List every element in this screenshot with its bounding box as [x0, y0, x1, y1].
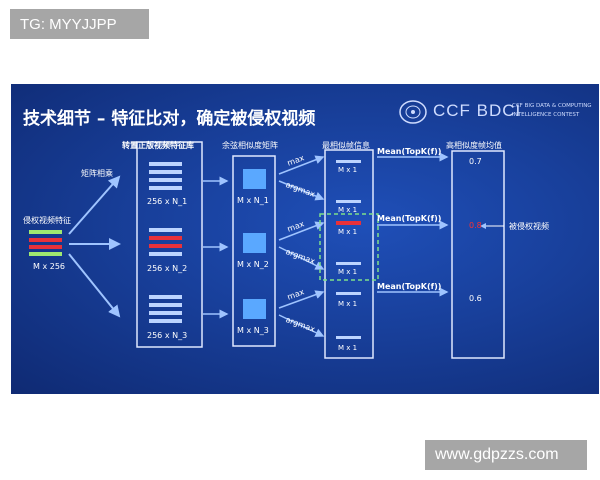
frame-bars	[336, 160, 361, 339]
watermark-top-text: TG: MYYJJPP	[20, 15, 117, 33]
mean-label-3: Mean(TopK(f))	[377, 282, 442, 291]
diagram-graphics	[29, 141, 505, 359]
frame-info-box	[324, 149, 374, 359]
watermark-top-left: TG: MYYJJPP	[10, 9, 149, 39]
score-value-1: 0.7	[469, 157, 482, 166]
library-box	[136, 141, 203, 348]
logo-subtitle-1: CCF BIG DATA & COMPUTING	[512, 103, 592, 109]
library-dim-3: 256 x N_3	[147, 331, 188, 340]
score-label: 高相似度帧均值	[446, 141, 502, 150]
cosine-box	[232, 155, 276, 347]
matmul-label: 矩阵相乘	[81, 169, 113, 178]
logo-subtitle-2: INTELLIGENCE CONTEST	[512, 112, 580, 118]
cosine-dim-1: M x N_1	[237, 196, 269, 205]
watermark-bottom-right: www.gdpzzs.com	[425, 440, 587, 470]
cosine-squares	[243, 169, 266, 319]
logo-text: CCF BDCI	[433, 101, 522, 120]
contest-emblem-icon	[399, 100, 427, 124]
frame-bar-highlight	[336, 221, 361, 225]
library-feature-bars-3	[149, 295, 182, 323]
mean-label-2: Mean(TopK(f))	[377, 214, 442, 223]
frame-dim-6: M x 1	[338, 344, 358, 352]
ccf-bdci-logo: CCF BDCI CCF BIG DATA & COMPUTING INTELL…	[397, 97, 597, 127]
dashed-highlight-box	[319, 213, 379, 281]
library-to-cosine-arrows	[203, 176, 229, 319]
frame-info-label: 最相似帧信息	[322, 141, 370, 150]
query-dim-label: M x 256	[33, 262, 65, 271]
frame-dim-3: M x 1	[338, 228, 358, 236]
library-feature-bars-1	[149, 162, 182, 190]
mean-label-1: Mean(TopK(f))	[377, 147, 442, 156]
slide-title: 技术细节 – 特征比对，确定被侵权视频	[23, 109, 316, 129]
max-argmax-arrows	[278, 155, 325, 337]
frame-dim-5: M x 1	[338, 300, 358, 308]
library-label: 转置正版视频特征库	[122, 141, 194, 150]
cosine-dim-3: M x N_3	[237, 326, 269, 335]
query-to-library-arrows	[68, 175, 121, 318]
frame-dim-4: M x 1	[338, 268, 358, 276]
score-box	[451, 150, 505, 359]
library-dim-1: 256 x N_1	[147, 197, 188, 206]
library-dim-2: 256 x N_2	[147, 264, 188, 273]
library-feature-bars-2	[149, 228, 182, 256]
frame-dim-1: M x 1	[338, 166, 358, 174]
result-label: 被侵权视频	[509, 222, 549, 231]
frame-dim-2: M x 1	[338, 206, 358, 214]
slide-diagram: 技术细节 – 特征比对，确定被侵权视频 CCF BDCI CCF BIG DAT…	[11, 84, 599, 394]
query-feature-block	[29, 230, 62, 256]
cosine-dim-2: M x N_2	[237, 260, 269, 269]
watermark-bottom-text: www.gdpzzs.com	[435, 446, 559, 463]
score-value-2: 0.8	[469, 221, 482, 230]
mean-arrows	[377, 152, 449, 297]
cosine-label: 余弦相似度矩阵	[222, 141, 278, 150]
query-feature-label: 侵权视频特征	[23, 216, 71, 225]
score-value-3: 0.6	[469, 294, 482, 303]
